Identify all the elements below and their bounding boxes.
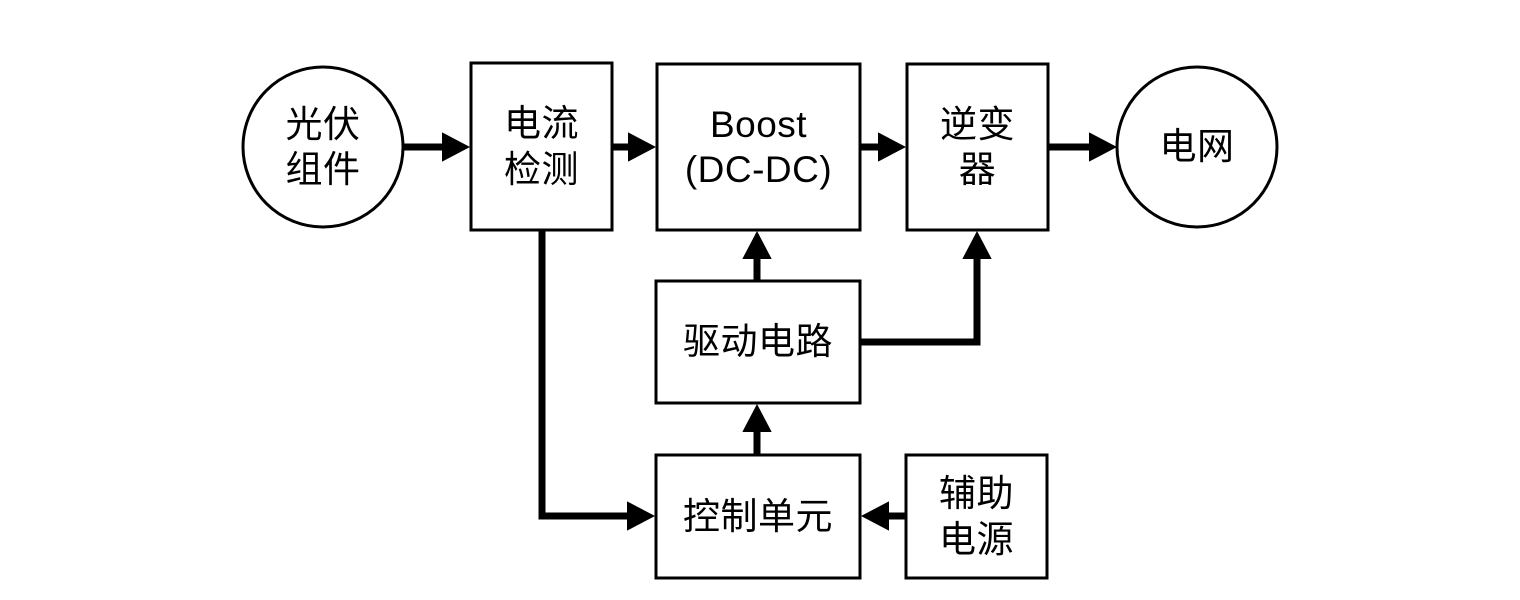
connector-drive-to-inverter — [860, 231, 992, 346]
node-current-detection[interactable] — [471, 63, 612, 230]
node-inverter[interactable] — [907, 64, 1048, 230]
node-shape-current-detection[interactable] — [469, 61, 614, 232]
node-power-grid[interactable] — [1117, 67, 1277, 227]
node-shape-control-unit[interactable] — [654, 453, 862, 580]
node-shape-power-grid[interactable] — [1115, 65, 1279, 229]
node-auxiliary-power[interactable] — [906, 455, 1047, 578]
node-pv-module[interactable] — [243, 67, 403, 227]
node-boost-dcdc[interactable] — [657, 64, 860, 230]
node-drive-circuit[interactable] — [656, 281, 860, 403]
node-control-unit[interactable] — [656, 455, 860, 578]
connector-current-to-control — [538, 230, 655, 531]
node-shape-auxiliary-power[interactable] — [904, 453, 1049, 580]
node-shape-boost-dcdc[interactable] — [655, 62, 862, 232]
node-shape-inverter[interactable] — [905, 62, 1050, 232]
